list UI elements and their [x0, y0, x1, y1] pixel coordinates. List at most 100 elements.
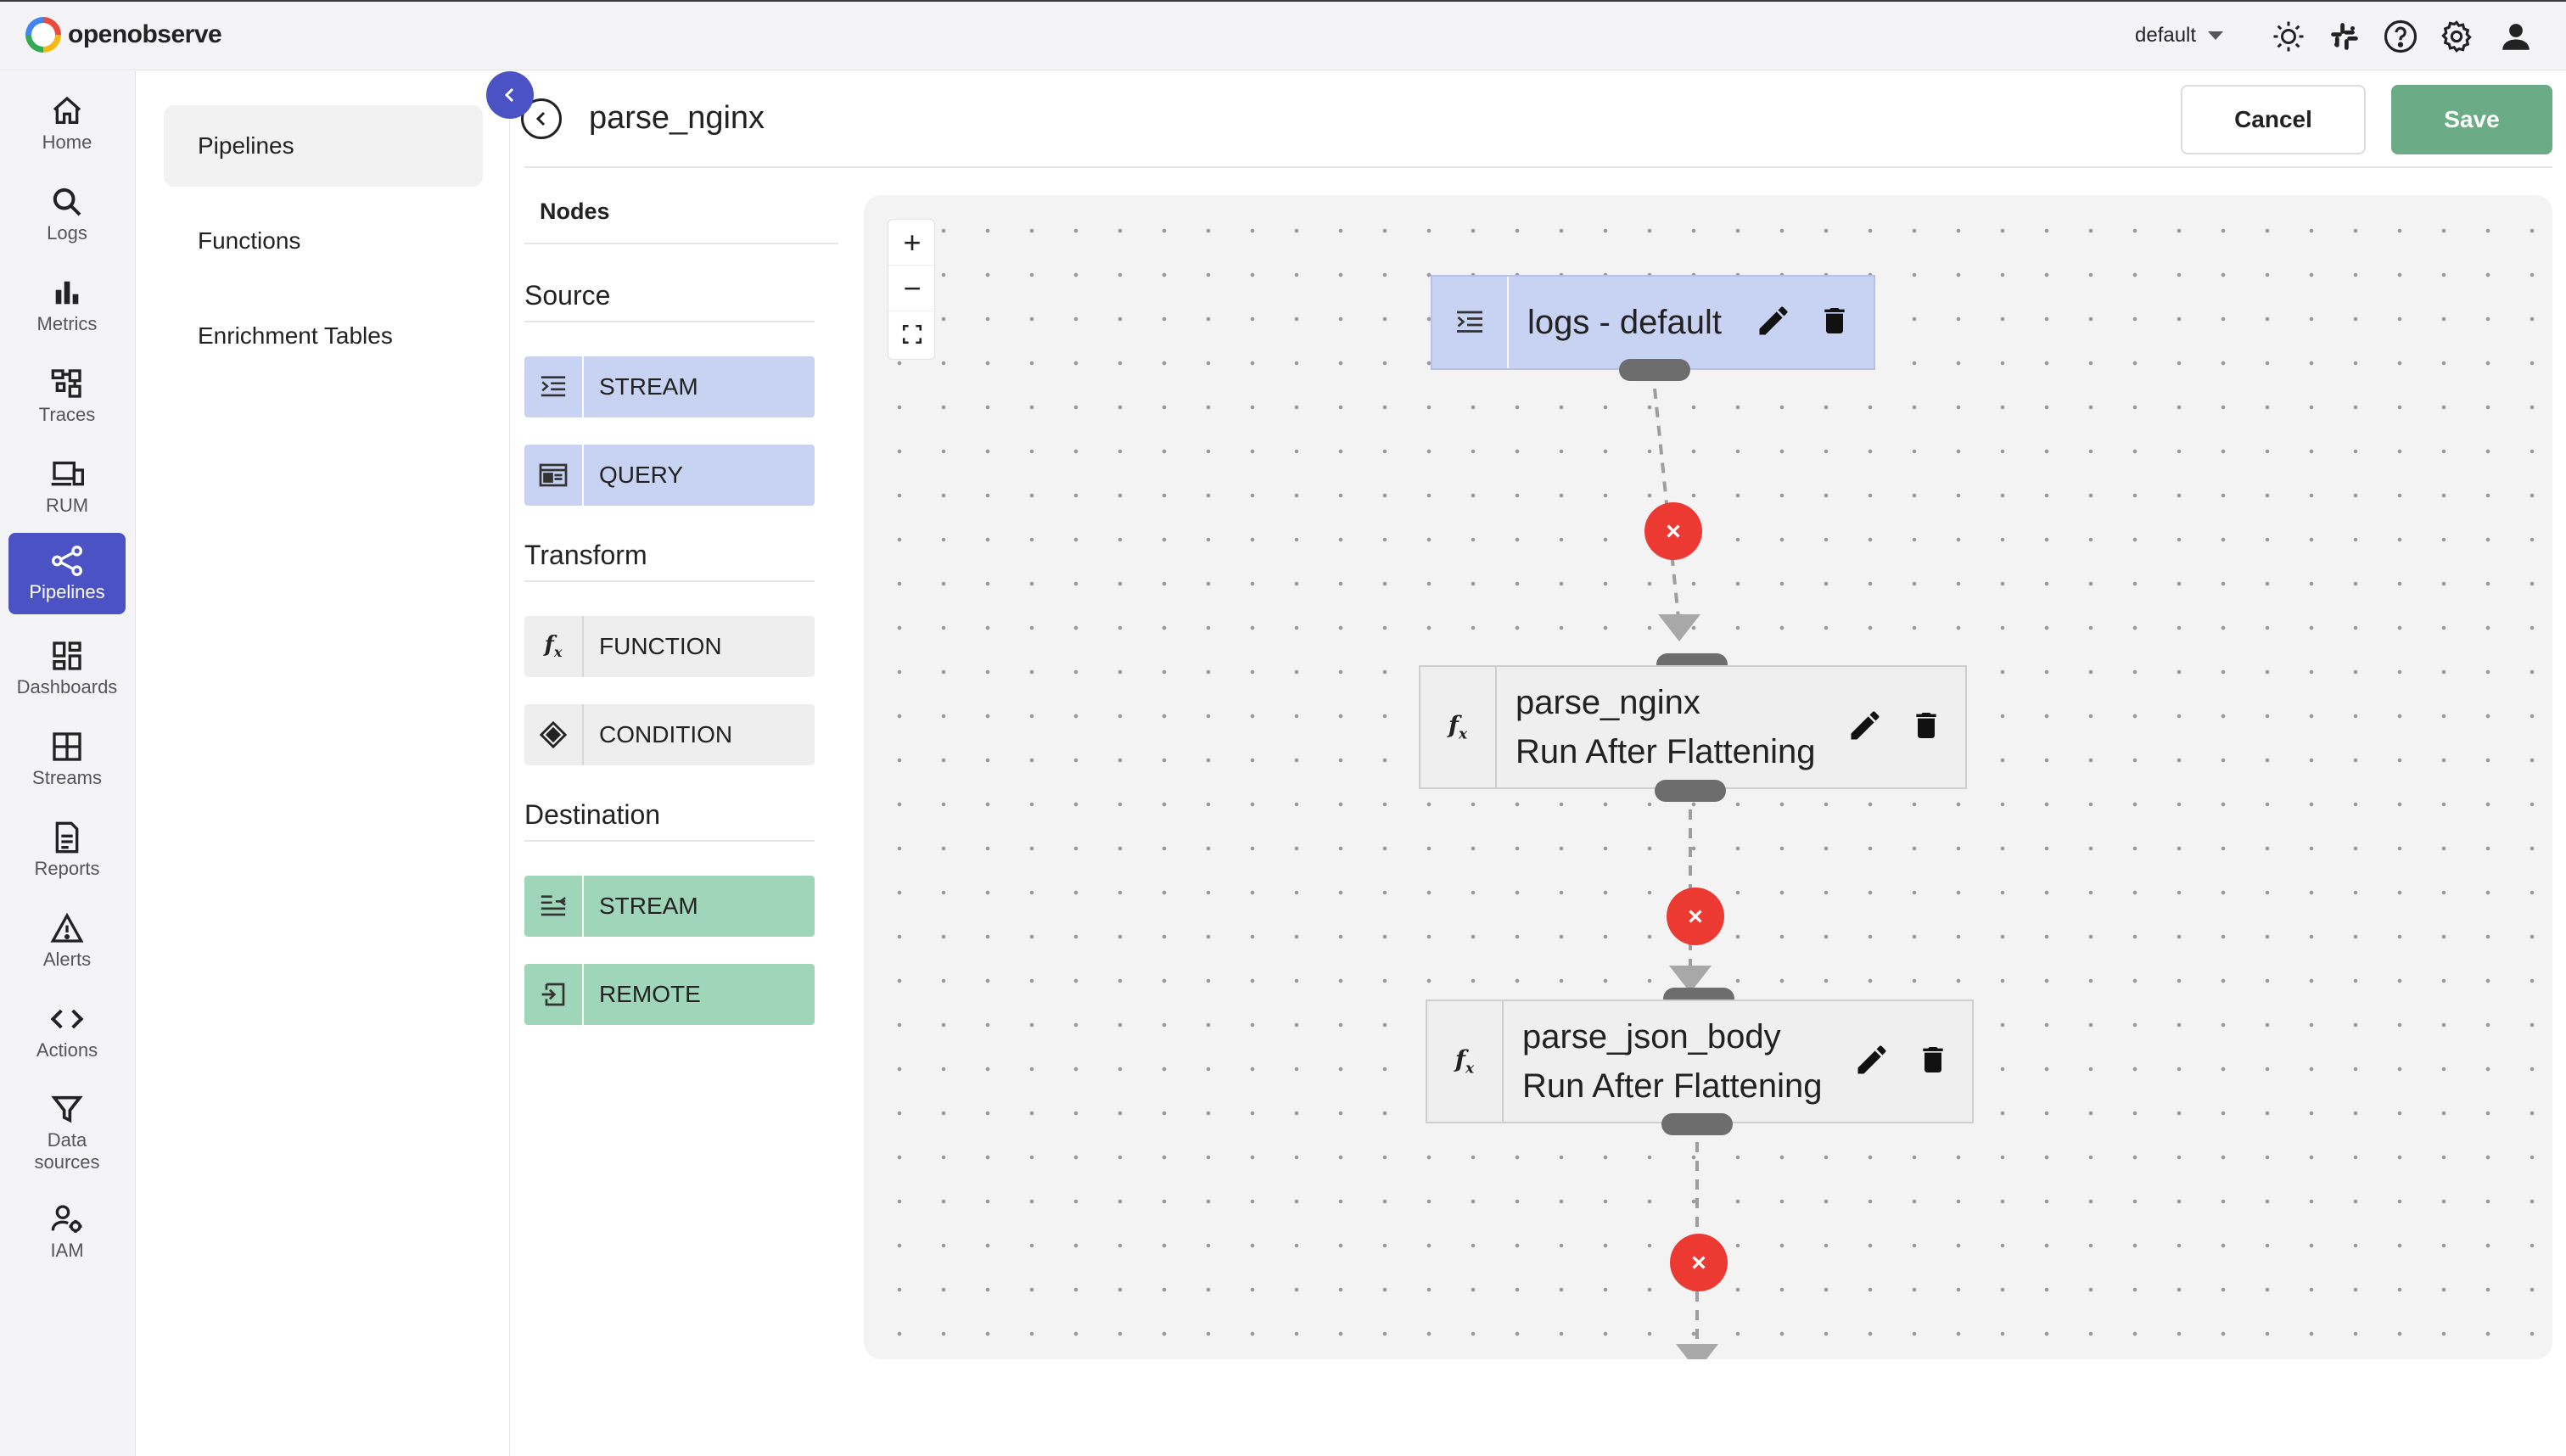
node-source-query[interactable]: QUERY	[524, 445, 815, 506]
node-title: logs - default	[1527, 304, 1723, 341]
nav-label: Traces	[38, 403, 96, 425]
subnav-item-functions[interactable]: Functions	[198, 227, 301, 254]
org-selector[interactable]: default	[2135, 24, 2224, 48]
pipeline-node-function-parse-nginx[interactable]: fx parse_nginx Run After Flattening	[1419, 665, 1967, 789]
pipelines-subnav: Pipelines Functions Enrichment Tables	[137, 71, 510, 1456]
back-button[interactable]	[521, 98, 562, 139]
nav-streams[interactable]: Streams	[8, 719, 126, 800]
dashboard-icon	[53, 641, 81, 670]
pipeline-node-source[interactable]: logs - default	[1431, 275, 1875, 370]
node-label: STREAM	[599, 373, 698, 400]
node-output-handle[interactable]	[1661, 1113, 1733, 1135]
nav-label: RUM	[45, 494, 89, 516]
filter-icon	[51, 1095, 83, 1123]
nav-metrics[interactable]: Metrics	[8, 265, 126, 346]
user-icon[interactable]	[2496, 17, 2535, 56]
pipeline-node-function-parse-json-body[interactable]: fx parse_json_body Run After Flattening	[1426, 1000, 1974, 1123]
nav-logs[interactable]: Logs	[8, 174, 126, 255]
palette-section-source: Source	[524, 280, 611, 311]
remote-icon	[524, 964, 584, 1025]
cancel-button[interactable]: Cancel	[2181, 85, 2366, 154]
fit-view-button[interactable]	[888, 311, 936, 357]
pipeline-canvas[interactable]: + − logs - default fx parse_nginx Run	[864, 195, 2552, 1359]
zoom-controls: + −	[888, 219, 936, 360]
zoom-in-button[interactable]: +	[888, 220, 936, 266]
nav-traces[interactable]: Traces	[8, 356, 126, 437]
stream-icon	[1432, 277, 1509, 368]
node-subtitle: Run After Flattening	[1522, 1067, 1823, 1105]
edge-arrow-3	[1676, 1344, 1718, 1359]
delete-icon[interactable]	[1909, 707, 1943, 748]
warning-icon	[50, 912, 84, 943]
node-transform-function[interactable]: fx FUNCTION	[524, 616, 815, 677]
bar-chart-icon	[55, 281, 79, 305]
delete-edge-button[interactable]	[1644, 502, 1702, 560]
chevron-left-icon	[504, 87, 514, 103]
nav-iam[interactable]: IAM	[8, 1191, 126, 1273]
edit-icon[interactable]	[1846, 707, 1884, 748]
settings-icon[interactable]	[2437, 17, 2476, 56]
close-icon	[1692, 1256, 1706, 1269]
node-text: parse_nginx Run After Flattening	[1497, 678, 1846, 776]
nav-label: IAM	[50, 1239, 84, 1261]
node-label: CONDITION	[599, 721, 733, 748]
nav-reports[interactable]: Reports	[8, 809, 126, 891]
chevron-down-icon	[2208, 31, 2224, 40]
nav-label: Data sources	[34, 1128, 100, 1173]
nav-label: Dashboards	[16, 675, 118, 697]
nav-label: Home	[42, 131, 92, 153]
divider	[524, 580, 815, 582]
edge-arrow-2	[1669, 966, 1712, 993]
app-name: openobserve	[68, 20, 222, 48]
user-settings-icon	[51, 1205, 82, 1233]
nav-actions[interactable]: Actions	[8, 991, 126, 1072]
node-destination-stream[interactable]: STREAM	[524, 876, 815, 937]
zoom-out-button[interactable]: −	[888, 266, 936, 311]
page-title: parse_nginx	[589, 100, 765, 136]
palette-section-destination: Destination	[524, 799, 661, 830]
nav-label: Reports	[34, 857, 100, 879]
divider	[524, 166, 2552, 168]
node-destination-remote[interactable]: REMOTE	[524, 964, 815, 1025]
delete-icon[interactable]	[1916, 1041, 1950, 1083]
nav-home[interactable]: Home	[8, 83, 126, 165]
close-icon	[1689, 910, 1702, 923]
fullscreen-icon	[902, 324, 922, 344]
node-transform-condition[interactable]: CONDITION	[524, 704, 815, 765]
node-title: parse_json_body	[1522, 1018, 1781, 1056]
subnav-item-pipelines[interactable]: Pipelines	[164, 105, 483, 187]
top-bar: openobserve default	[0, 0, 2566, 70]
function-icon: fx	[1420, 667, 1497, 787]
edit-icon[interactable]	[1755, 302, 1792, 344]
document-icon	[55, 821, 79, 854]
nav-label: Alerts	[42, 948, 92, 970]
node-output-handle[interactable]	[1655, 780, 1726, 802]
delete-icon[interactable]	[1818, 302, 1852, 344]
nav-rum[interactable]: RUM	[8, 446, 126, 528]
share-icon	[52, 545, 83, 576]
save-button[interactable]: Save	[2391, 85, 2552, 154]
node-label: QUERY	[599, 462, 684, 488]
subnav-item-enrichment-tables[interactable]: Enrichment Tables	[198, 322, 393, 349]
node-text: parse_json_body Run After Flattening	[1504, 1012, 1853, 1111]
nav-pipelines[interactable]: Pipelines	[8, 533, 126, 614]
palette-title: Nodes	[540, 199, 610, 224]
nav-data-sources[interactable]: Data sources	[8, 1082, 126, 1184]
nav-label: Metrics	[36, 312, 98, 334]
node-output-handle[interactable]	[1619, 359, 1690, 381]
edge-arrow-1	[1658, 614, 1700, 641]
nav-dashboards[interactable]: Dashboards	[8, 628, 126, 709]
search-icon	[53, 188, 81, 216]
nav-alerts[interactable]: Alerts	[8, 900, 126, 982]
delete-edge-button[interactable]	[1670, 1234, 1728, 1291]
slack-icon[interactable]	[2325, 17, 2364, 56]
minus-icon: −	[903, 270, 922, 305]
help-icon[interactable]	[2381, 17, 2420, 56]
edit-icon[interactable]	[1853, 1041, 1891, 1083]
app-logo[interactable]: openobserve	[25, 17, 222, 53]
delete-edge-button[interactable]	[1667, 888, 1724, 945]
collapse-subnav-button[interactable]	[486, 71, 534, 119]
theme-toggle-icon[interactable]	[2269, 17, 2308, 56]
palette-section-transform: Transform	[524, 540, 647, 570]
node-source-stream[interactable]: STREAM	[524, 356, 815, 417]
